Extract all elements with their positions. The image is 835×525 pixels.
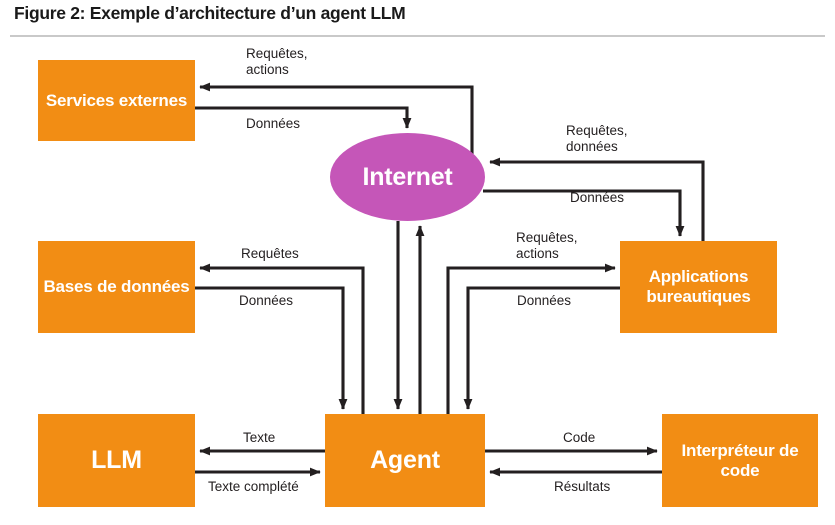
edge-label-agent-to-apps: Requêtes, actions xyxy=(516,230,578,262)
edge-label-agent-to-bases: Requêtes xyxy=(241,246,299,261)
edge-label-apps-to-internet: Requêtes, données xyxy=(566,123,628,155)
edge-internet-to-services xyxy=(199,82,474,154)
edge-services-to-internet xyxy=(195,106,412,129)
node-llm[interactable]: LLM xyxy=(38,414,195,507)
node-agent[interactable]: Agent xyxy=(325,414,485,507)
edge-label-services-to-internet: Données xyxy=(246,116,301,131)
figure-title: Figure 2: Exemple d’architecture d’un ag… xyxy=(14,3,406,23)
edge-label-internet-to-apps: Données xyxy=(570,190,625,205)
node-bases-de-donnees[interactable]: Bases de données xyxy=(38,241,195,333)
edge-apps-to-agent xyxy=(463,286,620,410)
edge-internet-to-apps xyxy=(483,189,685,237)
edge-label-apps-to-agent: Données xyxy=(517,293,572,308)
title-divider xyxy=(10,35,825,37)
edge-label-llm-to-agent: Texte complété xyxy=(208,479,299,494)
edge-label-interpreteur-to-agent: Résultats xyxy=(554,479,611,494)
edge-label-internet-to-services: Requêtes, actions xyxy=(246,46,308,78)
node-applications-bureautiques[interactable]: Applications bureautiques xyxy=(620,241,777,333)
diagram-canvas: Services externes Internet Bases de donn… xyxy=(0,38,835,525)
edge-apps-to-internet xyxy=(489,157,705,241)
edge-bases-to-agent xyxy=(195,286,348,410)
node-internet[interactable]: Internet xyxy=(330,133,485,221)
edge-label-agent-to-interpreteur: Code xyxy=(563,430,596,445)
node-interpreteur-de-code[interactable]: Interpréteur de code xyxy=(662,414,818,507)
connector-layer xyxy=(195,82,705,477)
edge-agent-to-apps xyxy=(446,263,616,414)
node-services-externes[interactable]: Services externes xyxy=(38,60,195,141)
edge-label-bases-to-agent: Données xyxy=(239,293,294,308)
edge-agent-to-bases xyxy=(199,263,365,414)
edge-label-agent-to-llm: Texte xyxy=(243,430,276,445)
